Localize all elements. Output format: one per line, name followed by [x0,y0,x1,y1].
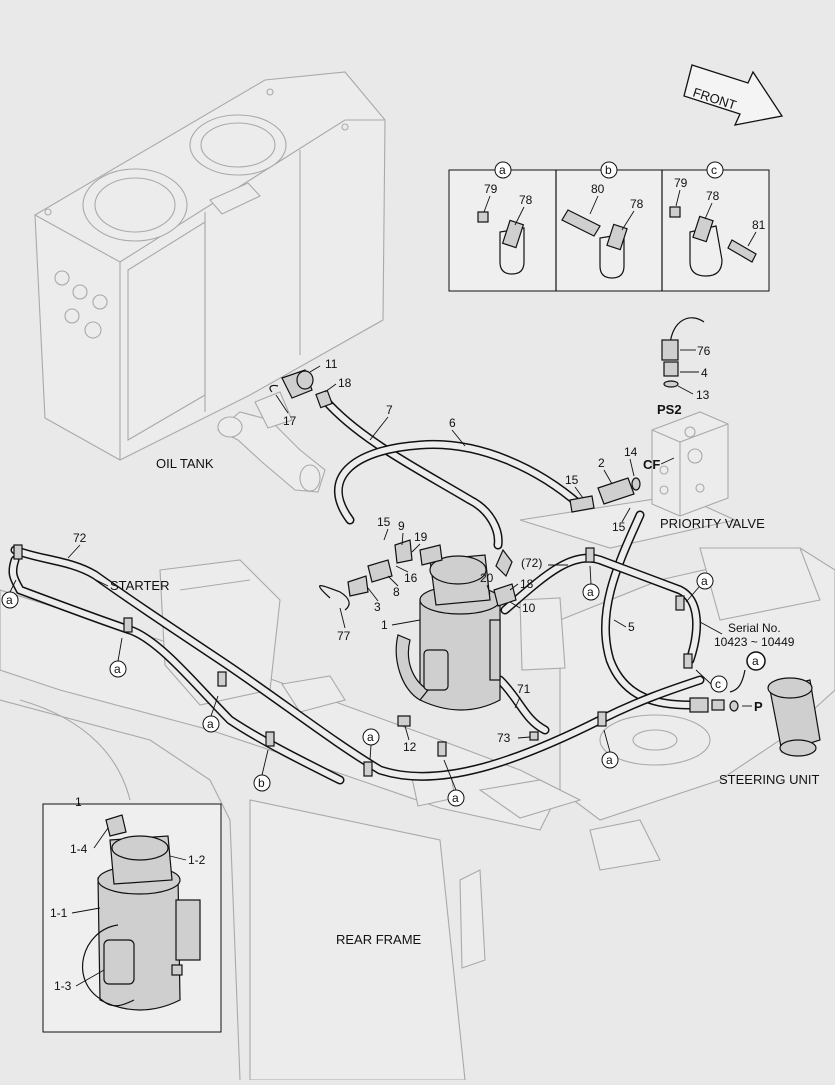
callout-7: 7 [386,403,393,417]
clip-ref: a [696,572,714,590]
callout-19: 19 [414,530,428,544]
callout-6: 6 [449,416,456,430]
detail-b: b 80 78 [561,161,644,279]
inset-part-1-1: 1-1 [50,906,68,920]
detail-a: a 79 78 [477,161,533,275]
clip-ref: a [1,591,19,609]
callout-71: 71 [517,682,531,696]
detail-c-part-1: 79 [674,176,688,190]
steering-unit: P STEERING UNIT Serial No. 10423 ~ 10449… [689,621,821,787]
callout-72-ref: (72) [521,556,542,570]
svg-text:a: a [367,730,374,744]
callout-20: 20 [480,571,494,585]
starter-label: STARTER [110,578,169,593]
callout-73: 73 [497,731,511,745]
svg-text:c: c [715,677,721,691]
detail-a-part-1: 79 [484,182,498,196]
callout-5: 5 [628,620,635,634]
callout-14: 14 [624,445,638,459]
svg-text:a: a [452,791,459,805]
callout-15-pump: 15 [377,515,391,529]
serial-title: Serial No. [728,621,781,635]
hose-callouts: 72 (72) 5 STARTER OIL TANK REAR FRAME [67,456,635,947]
callout-10: 10 [522,601,536,615]
clip-ref: a [601,751,619,769]
detail-boxes: a 79 78 b 80 78 c 79 78 81 [448,161,770,292]
priority-valve-label: PRIORITY VALVE [660,516,765,531]
serial-ref-a: a [752,654,759,668]
clip-ref: a [362,728,380,746]
clip-references: a a a a a a b a c a [1,544,728,807]
callout-15-valve-left: 15 [565,473,579,487]
callout-11: 11 [325,357,338,371]
priority-valve: 76 4 13 PS2 CF PRIORITY VALVE [643,317,765,531]
serial-range: 10423 ~ 10449 [714,635,795,649]
front-arrow-icon: FRONT [683,64,784,126]
callout-13: 13 [696,388,710,402]
inset-part-1-2: 1-2 [188,853,206,867]
detail-c-part-3: 81 [752,218,766,232]
callout-72: 72 [73,531,87,545]
detail-c: c 79 78 81 [669,161,766,277]
inset-part-1-3: 1-3 [54,979,72,993]
callout-1: 1 [381,618,388,632]
ps2-port-label: PS2 [657,402,682,417]
clip-ref: a [109,660,127,678]
callout-4: 4 [701,366,708,380]
svg-text:b: b [258,776,265,790]
callout-12: 12 [403,740,417,754]
detail-b-letter: b [605,163,612,177]
cf-port-label: CF [643,457,660,472]
inset-title: 1 [75,795,82,809]
clip-ref: a [582,583,600,601]
valve-fittings: 2 14 15 15 [565,445,641,534]
detail-c-part-2: 78 [706,189,720,203]
callout-3: 3 [374,600,381,614]
svg-text:a: a [701,574,708,588]
oil-tank-label: OIL TANK [156,456,214,471]
detail-a-part-2: 78 [519,193,533,207]
inset-detail-1: 1 1-4 1-2 1-1 1-3 [42,795,222,1033]
clip-ref: b [253,774,271,792]
inset-part-1-4: 1-4 [70,842,88,856]
callout-16: 16 [404,571,418,585]
detail-b-part-1: 80 [591,182,605,196]
callout-76: 76 [697,344,711,358]
callout-15-valve-low: 15 [612,520,626,534]
clip-ref: a [447,789,465,807]
detail-c-letter: c [711,163,717,177]
clip-ref: c [710,675,728,693]
detail-b-part-2: 78 [630,197,644,211]
rear-frame [0,494,835,1081]
steering-unit-label: STEERING UNIT [719,772,819,787]
callout-77: 77 [337,629,351,643]
svg-text:a: a [114,662,121,676]
rear-frame-label: REAR FRAME [336,932,422,947]
clip-ref: a [202,715,220,733]
svg-text:a: a [207,717,214,731]
svg-text:a: a [587,585,594,599]
pump-motor-assembly: 15 9 19 16 8 3 77 1 20 18 10 12 71 73 [337,515,539,754]
callout-9: 9 [398,519,405,533]
p-port-label: P [754,699,763,714]
callout-18-top: 18 [338,376,352,390]
callout-17: 17 [283,414,297,428]
tank-fittings: 11 18 17 7 6 [269,357,466,447]
oil-tank [34,71,386,493]
svg-text:a: a [606,753,613,767]
callout-18-pump: 18 [520,577,534,591]
callout-8: 8 [393,585,400,599]
detail-a-letter: a [499,163,506,177]
callout-2: 2 [598,456,605,470]
svg-text:a: a [6,593,13,607]
